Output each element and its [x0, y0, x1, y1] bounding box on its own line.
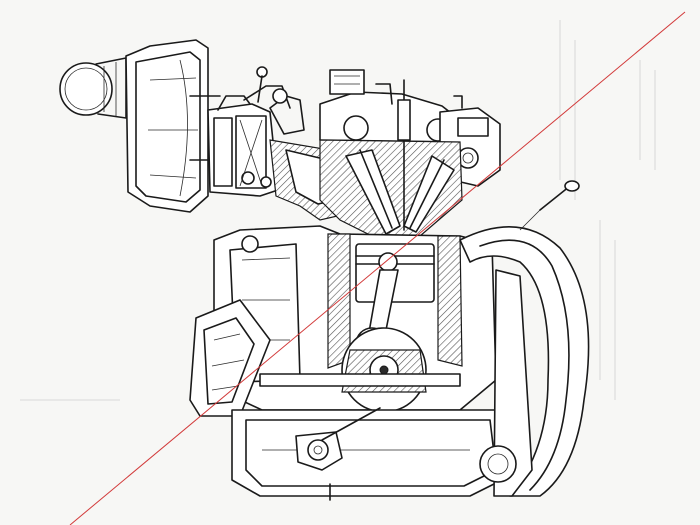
crankshaft	[259, 327, 461, 413]
throttle-linkage	[243, 66, 291, 109]
paper-ghost-print	[20, 20, 656, 401]
spark-plug	[397, 79, 411, 231]
diagonal-reference-line	[69, 11, 686, 525]
cylinder-head	[319, 139, 463, 241]
oil-pump	[295, 407, 381, 471]
oil-pan	[231, 409, 511, 501]
air-filter-housing	[125, 39, 221, 213]
carburetor	[207, 95, 279, 197]
exhaust-manifold	[459, 225, 590, 497]
air-intake-tube	[59, 57, 127, 119]
dipstick	[519, 180, 580, 231]
